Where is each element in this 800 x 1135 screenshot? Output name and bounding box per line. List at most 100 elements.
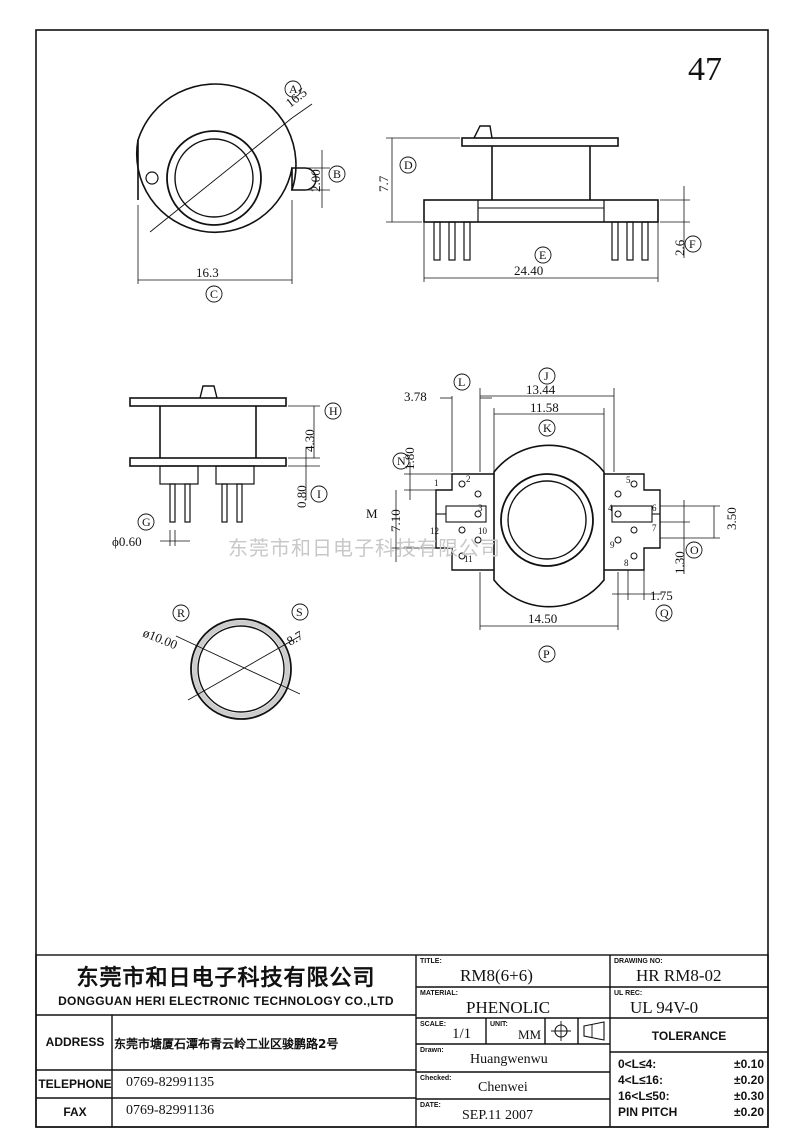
dim-3-50: 3.50 (724, 507, 739, 530)
svg-text:P: P (543, 647, 550, 661)
pin-8: 8 (624, 558, 629, 568)
pin-12: 12 (430, 526, 439, 536)
svg-text:I: I (317, 487, 321, 501)
pin-3: 3 (478, 503, 483, 513)
scale-label: SCALE: (420, 1021, 447, 1028)
date-value: SEP.11 2007 (462, 1108, 534, 1123)
dim-0-80: 0.80 (294, 485, 309, 508)
dim-3-78: 3.78 (404, 389, 427, 404)
dim-16-3: 16.3 (196, 265, 219, 280)
callout-f: F (684, 235, 702, 253)
drawing-no-label: DRAWING NO: (614, 958, 663, 965)
svg-text:L: L (458, 375, 465, 389)
dim-4-30: 4.30 (302, 429, 317, 452)
svg-text:F: F (689, 237, 696, 251)
watermark: 东莞市和日电子科技有限公司 (228, 536, 501, 560)
svg-text:A: A (289, 82, 298, 96)
date-label: DATE: (420, 1102, 441, 1109)
dim-1-75: 1.75 (650, 588, 673, 603)
callout-a: A (284, 80, 302, 98)
callout-d: D (399, 156, 417, 174)
svg-text:O: O (690, 543, 699, 557)
callout-l: L (453, 373, 471, 391)
dim-m: M (366, 506, 378, 521)
dim-phi-0-60: ϕ0.60 (112, 534, 142, 549)
unit-value: MM (518, 1027, 542, 1042)
address-value: 东莞市塘厦石潭布青云岭工业区骏鹏路2号 (114, 1037, 339, 1051)
material-label: MATERIAL: (420, 990, 458, 997)
pin-4: 4 (608, 503, 613, 513)
title-value: RM8(6+6) (460, 966, 533, 985)
front-view: 7.7 24.40 2.6 (376, 125, 690, 282)
dim-14-50: 14.50 (528, 611, 557, 626)
telephone-label: TELEPHONE (38, 1077, 112, 1091)
callout-q: Q (655, 604, 673, 622)
title-block-grid (35, 954, 769, 1128)
pin-11: 11 (464, 554, 473, 564)
pin-10: 10 (478, 526, 488, 536)
pin-7: 7 (652, 523, 657, 533)
callout-n: N (392, 452, 410, 470)
svg-text:D: D (404, 158, 413, 172)
unit-label: UNIT: (490, 1021, 508, 1028)
callout-h: H (324, 402, 342, 420)
checked-value: Chenwei (478, 1080, 528, 1095)
address-label: ADDRESS (45, 1035, 105, 1049)
svg-text:R: R (177, 606, 185, 620)
tolerance-row: 4<L≤16: ±0.20 (618, 1073, 764, 1087)
dim-1-30: 1.30 (672, 551, 687, 574)
bottom-view: 1 2 3 4 5 6 7 8 9 10 11 12 3.78 13.44 11… (366, 382, 739, 630)
drawn-label: Drawn: (420, 1047, 444, 1054)
callout-k: K (538, 419, 556, 437)
dim-13-44: 13.44 (526, 382, 556, 397)
dim-1-80: 1.80 (402, 447, 417, 470)
svg-text:N: N (397, 454, 406, 468)
page-number: 47 (688, 51, 722, 88)
callout-b: B (328, 165, 346, 183)
pin-9: 9 (610, 540, 615, 550)
pin-2: 2 (466, 474, 471, 484)
pin-5: 5 (626, 475, 631, 485)
scale-value: 1/1 (452, 1026, 472, 1042)
fax-value: 0769-82991136 (126, 1103, 215, 1118)
title-label: TITLE: (420, 958, 442, 965)
tolerance-row: 0<L≤4: ±0.10 (618, 1057, 764, 1071)
top-view-bore-inner (174, 138, 254, 218)
svg-text:K: K (543, 421, 552, 435)
dim-8-7: 8.7 (284, 627, 306, 648)
tube-section: ø10.00 8.7 (141, 618, 306, 720)
svg-text:C: C (210, 287, 218, 301)
callout-r: R (172, 604, 190, 622)
callout-c: C (205, 285, 223, 303)
tolerance-table: 0<L≤4: ±0.10 4<L≤16: ±0.20 16<L≤50: ±0.3… (618, 1057, 764, 1121)
top-view-hole (145, 171, 159, 185)
tolerance-row: 16<L≤50: ±0.30 (618, 1089, 764, 1103)
top-view-flange-outline (135, 83, 297, 234)
dim-phi-10-00: ø10.00 (141, 625, 180, 652)
pin-1: 1 (434, 478, 439, 488)
top-view: 16.5 2.00 16.3 (135, 83, 330, 284)
dim-7-7: 7.7 (376, 175, 391, 192)
drawing-no-value: HR RM8-02 (636, 966, 722, 985)
company-name-en: DONGGUAN HERI ELECTRONIC TECHNOLOGY CO.,… (58, 994, 394, 1008)
drawn-value: Huangwenwu (470, 1052, 548, 1067)
material-value: PHENOLIC (466, 998, 551, 1017)
dim-2-6: 2.6 (672, 239, 687, 256)
svg-text:G: G (142, 515, 151, 529)
svg-text:E: E (539, 248, 546, 262)
company-name-cn: 东莞市和日电子科技有限公司 (76, 966, 376, 991)
svg-text:S: S (296, 605, 303, 619)
telephone-value: 0769-82991135 (126, 1075, 215, 1090)
svg-text:Q: Q (660, 606, 669, 620)
pin-6: 6 (652, 503, 657, 513)
svg-text:B: B (333, 167, 341, 181)
callout-o: O (685, 541, 703, 559)
callout-i: I (310, 485, 328, 503)
tolerance-row: PIN PITCH ±0.20 (618, 1105, 764, 1119)
checked-label: Checked: (420, 1075, 452, 1082)
svg-text:H: H (329, 404, 338, 418)
top-view-bore-outer (166, 130, 262, 226)
ul-rec-label: UL REC: (614, 990, 643, 997)
